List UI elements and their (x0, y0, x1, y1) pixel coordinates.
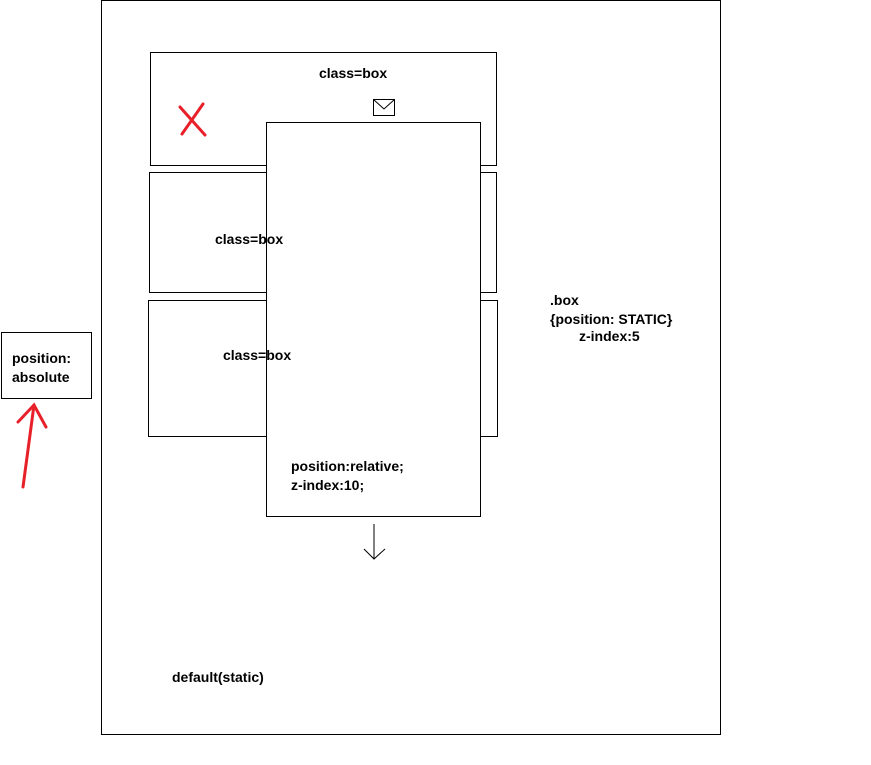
box-2-label: class=box (215, 231, 284, 247)
absolute-note-line1: position: (12, 350, 72, 366)
box-1-label: class=box (319, 65, 388, 81)
outer-container (101, 0, 721, 735)
relative-box-line2: z-index:10; (291, 477, 365, 493)
relative-box (266, 122, 481, 517)
css-note-line1: .box (550, 292, 579, 308)
box-3-label: class=box (223, 347, 292, 363)
red-up-arrow-icon (16, 402, 48, 489)
css-note-line3: z-index:5 (579, 328, 640, 344)
absolute-note-box (1, 332, 92, 399)
absolute-note-line2: absolute (12, 369, 70, 385)
css-note-line2: {position: STATIC} (550, 311, 673, 327)
container-label: default(static) (172, 669, 264, 685)
relative-box-line1: position:relative; (291, 458, 404, 474)
